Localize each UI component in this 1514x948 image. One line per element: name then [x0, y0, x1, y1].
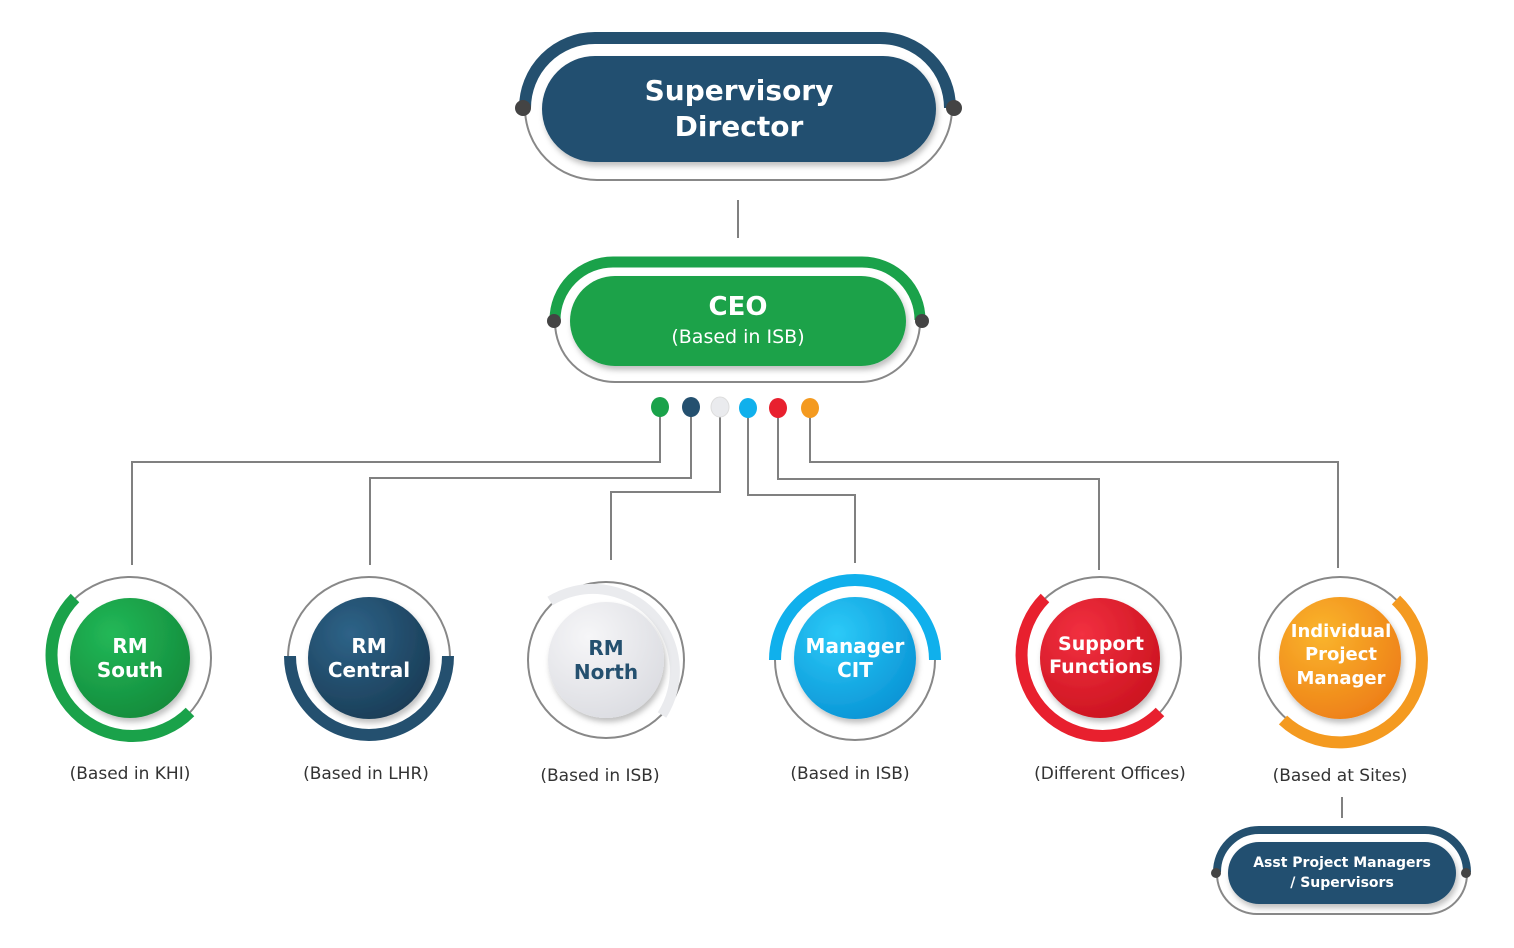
port-dot-cyan: [739, 398, 757, 418]
inner-disc: [548, 602, 664, 718]
individual-pm-label: Individual Project Manager: [1276, 595, 1406, 715]
rm-central-label: RM Central: [309, 598, 429, 718]
accent-arc: [769, 574, 941, 661]
accent-arc: [284, 655, 454, 741]
top-arc: [1213, 826, 1471, 873]
node-line2: CIT: [837, 658, 873, 682]
title-line2: Director: [674, 110, 804, 143]
individual-pm-node[interactable]: [1258, 576, 1428, 749]
inner-disc: [794, 597, 916, 719]
connector-support-functions: [777, 416, 1100, 570]
port-dot-navy: [682, 397, 700, 417]
node-line2: South: [96, 658, 164, 682]
top-arc: [549, 256, 926, 321]
node-line1: Support: [1058, 633, 1144, 656]
manager-cit-node[interactable]: [769, 574, 941, 741]
bottom-arc: [1216, 873, 1468, 915]
title-line1: Supervisory: [644, 74, 834, 107]
accent-arc: [45, 593, 195, 742]
support-functions-node[interactable]: [1015, 576, 1182, 742]
left-dot: [515, 100, 531, 116]
bottom-arc: [554, 321, 921, 383]
rm-south-label: RM South: [70, 598, 190, 718]
connector-rm-north: [610, 416, 721, 560]
rm-north-node[interactable]: [527, 581, 685, 739]
ceo-label: CEO (Based in ISB): [570, 276, 906, 366]
accent-arc: [547, 583, 680, 718]
top-arc: [519, 32, 956, 109]
manager-cit-caption: (Based in ISB): [790, 764, 910, 784]
inner-disc: [308, 597, 430, 719]
rm-south-caption: (Based in KHI): [69, 764, 191, 784]
connector-manager-cit: [747, 416, 856, 563]
node-line1: RM: [112, 634, 148, 658]
inner-disc: [1040, 598, 1160, 718]
rm-north-caption: (Based in ISB): [540, 766, 660, 786]
ceo-node[interactable]: [547, 256, 929, 383]
port-dot-green: [651, 397, 669, 417]
bottom-arc: [524, 107, 953, 181]
outer-ring: [527, 581, 685, 739]
connector-individual-pm: [809, 416, 1339, 568]
asst-line2: / Supervisors: [1290, 875, 1394, 891]
node-line1: Manager: [805, 634, 905, 658]
support-functions-label: Support Functions: [1036, 596, 1166, 716]
node-line2: Central: [327, 658, 411, 682]
connector-rm-central: [369, 416, 692, 565]
pill-body: [570, 276, 906, 366]
individual-pm-caption: (Based at Sites): [1272, 766, 1408, 786]
port-dots: [651, 396, 819, 418]
asst-line1: Asst Project Managers: [1253, 855, 1431, 871]
inner-disc: [70, 598, 190, 718]
asst-pm-node[interactable]: [1211, 826, 1471, 915]
right-dot: [915, 314, 929, 328]
node-line1: RM: [588, 636, 624, 660]
inner-disc: [1279, 597, 1401, 719]
node-line2: North: [573, 660, 639, 684]
manager-cit-label: Manager CIT: [795, 598, 915, 718]
node-line1: RM: [351, 634, 387, 658]
node-line2: Functions: [1049, 656, 1153, 678]
connector-rm-south: [131, 416, 661, 565]
node-line2: Project: [1304, 644, 1378, 666]
rm-central-caption: (Based in LHR): [303, 764, 429, 784]
node-line3: Manager: [1296, 667, 1386, 689]
support-functions-caption: (Different Offices): [1034, 764, 1186, 784]
right-dot: [1461, 868, 1471, 878]
rm-north-label: RM North: [546, 600, 666, 720]
pill-body: [1228, 842, 1456, 904]
accent-arc: [1015, 593, 1165, 742]
port-dot-red: [769, 398, 787, 418]
left-dot: [1211, 868, 1221, 878]
pill-body: [542, 56, 936, 162]
ceo-subtitle: (Based in ISB): [671, 326, 805, 348]
right-dot: [946, 100, 962, 116]
port-dot-orange: [801, 398, 819, 418]
port-dot-light: [710, 396, 730, 418]
rm-south-node[interactable]: [45, 576, 212, 742]
rm-central-node[interactable]: [284, 576, 454, 741]
accent-arc: [1278, 595, 1428, 749]
node-line1: Individual: [1290, 620, 1392, 642]
ceo-title: CEO: [708, 292, 768, 322]
supervisory-director-node[interactable]: [515, 32, 962, 181]
supervisory-director-label: Supervisory Director: [542, 56, 936, 162]
connectors: [131, 200, 1343, 818]
left-dot: [547, 314, 561, 328]
asst-pm-label: Asst Project Managers / Supervisors: [1228, 842, 1456, 904]
